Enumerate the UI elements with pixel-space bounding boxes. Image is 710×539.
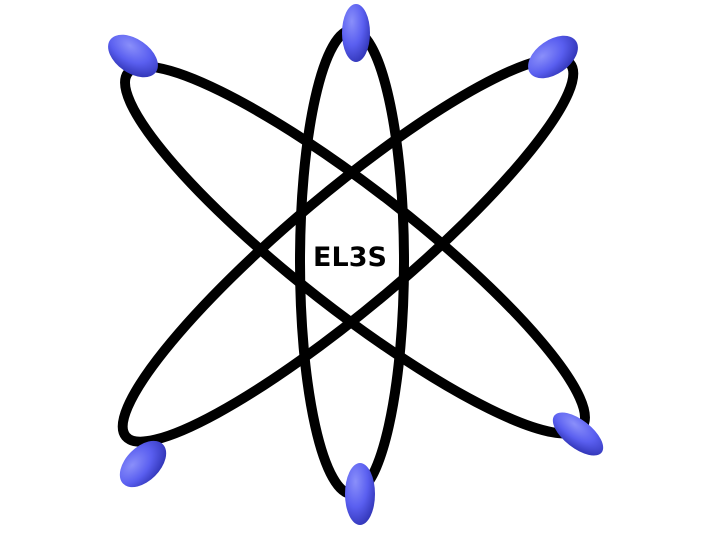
electron-bottom-right [552,412,604,456]
logo-text: EL3S [313,242,387,273]
electron-top-right [528,35,578,79]
electrons [108,4,604,525]
electron-top [342,4,370,62]
electron-bottom [345,463,375,525]
electron-bottom-left [119,440,167,488]
electron-top-left [108,34,158,78]
